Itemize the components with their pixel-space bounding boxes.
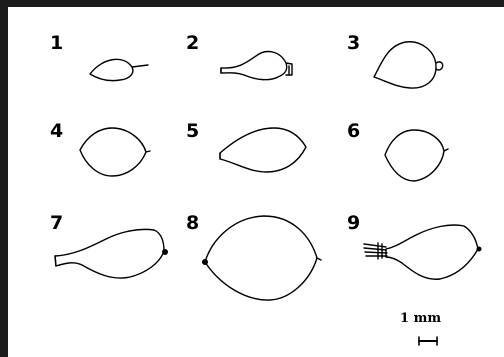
seed-drawings [8,7,504,357]
figure-panel: 1 2 3 4 5 6 7 8 9 1 mm [8,7,504,357]
scale-bar [419,337,437,345]
seed-outline-8 [202,216,321,300]
seed-outline-4 [80,128,150,176]
seed-outline-5 [220,128,306,172]
seed-outline-1 [90,59,148,80]
seed-outline-9 [364,225,482,279]
seed-outline-6 [385,130,448,181]
seed-outline-7 [55,229,168,278]
seed-outline-3 [374,42,443,88]
seed-outline-2 [221,52,292,80]
